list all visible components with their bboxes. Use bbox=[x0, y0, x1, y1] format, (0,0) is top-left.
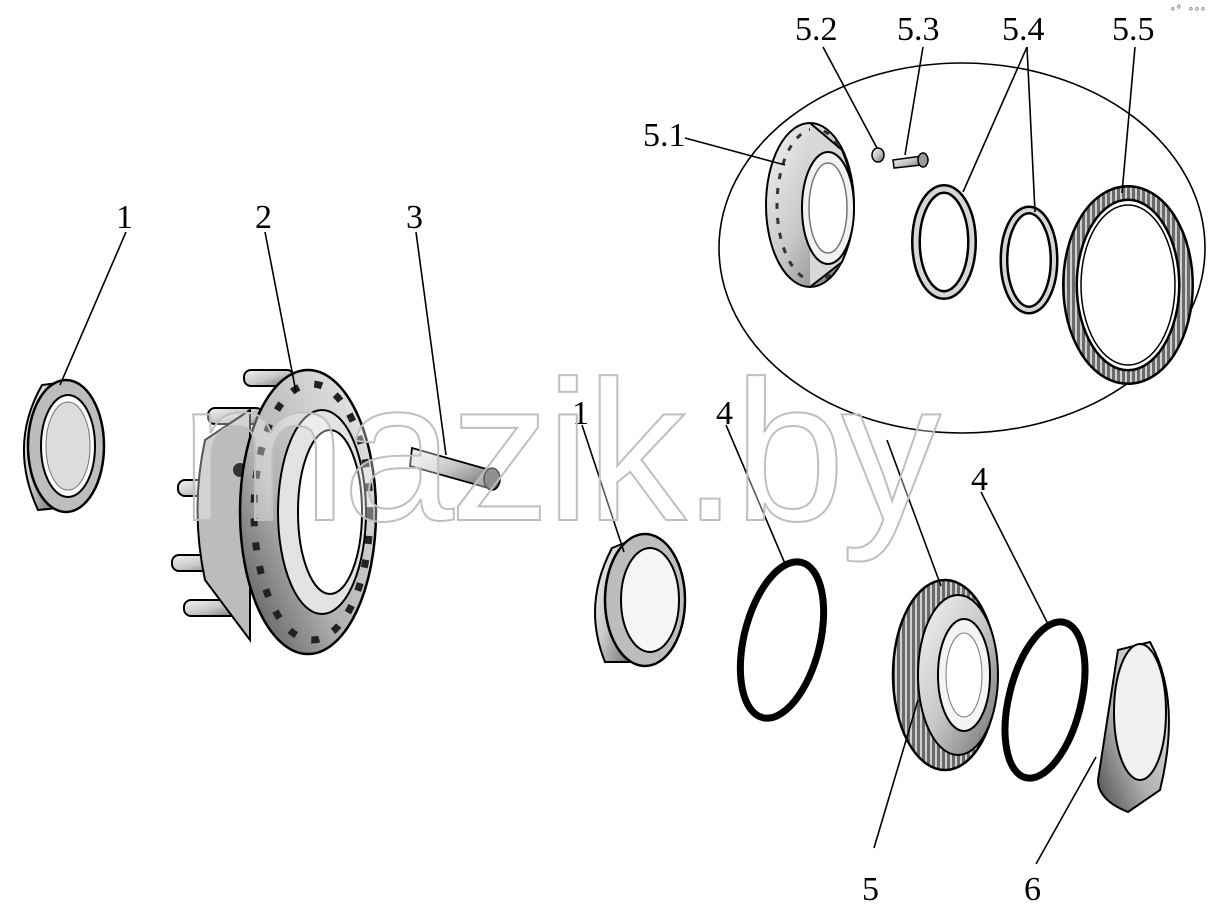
part-5-1-carrier bbox=[765, 122, 855, 288]
part-5-3-bolt bbox=[892, 152, 929, 169]
part-5-5-ring-gear bbox=[1062, 185, 1194, 385]
part-1-bearing-right bbox=[594, 532, 687, 668]
callout-5-4: 5.4 bbox=[1002, 11, 1045, 48]
part-6-cover bbox=[1096, 640, 1170, 814]
part-5-4-ring-a bbox=[911, 184, 977, 300]
corner-mark: ∘⁰ ∘∘∘ bbox=[1169, 4, 1206, 15]
callout-5-5: 5.5 bbox=[1112, 11, 1155, 48]
callout-6: 6 bbox=[1024, 871, 1041, 908]
callout-2: 2 bbox=[255, 199, 272, 236]
detail-ellipse bbox=[718, 62, 1206, 434]
part-4-gasket-left bbox=[736, 558, 828, 722]
callout-4a: 4 bbox=[716, 395, 733, 432]
callout-5-3: 5.3 bbox=[897, 11, 940, 48]
leader-lines bbox=[59, 46, 1136, 865]
callout-5: 5 bbox=[862, 871, 879, 908]
watermark-text: mazik.by bbox=[180, 340, 941, 563]
part-5-assembly bbox=[891, 578, 999, 772]
callout-1b: 1 bbox=[572, 395, 589, 432]
callout-5-1: 5.1 bbox=[643, 117, 686, 154]
callout-labels: 1 2 3 1 4 4 5 6 5.1 5.2 5.3 5.4 5.5 bbox=[116, 11, 1155, 908]
part-4-gasket-right bbox=[1001, 618, 1089, 782]
callout-1a: 1 bbox=[116, 199, 133, 236]
callout-4b: 4 bbox=[971, 461, 988, 498]
part-3-bolt bbox=[409, 446, 501, 491]
part-5-4-ring-b bbox=[999, 205, 1059, 315]
callout-3: 3 bbox=[406, 199, 423, 236]
part-5-2-nut bbox=[871, 147, 885, 163]
part-1-bearing-left bbox=[23, 378, 106, 514]
part-2-hub bbox=[171, 368, 378, 656]
callout-5-2: 5.2 bbox=[795, 11, 838, 48]
